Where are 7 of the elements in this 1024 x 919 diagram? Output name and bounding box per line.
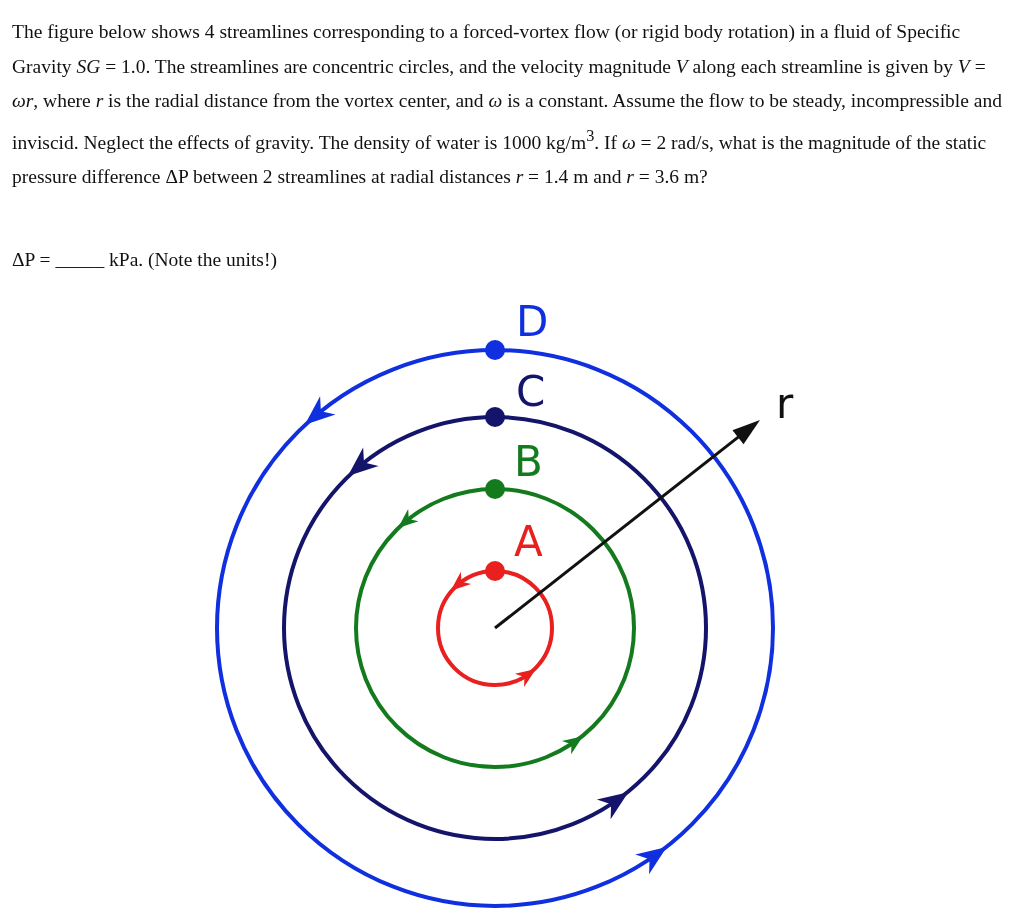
streamline-label: C — [516, 370, 546, 414]
streamline-label: B — [514, 440, 543, 484]
answer-prompt: ΔP = _____ kPa. (Note the units!) — [12, 248, 278, 272]
radius-label: r — [776, 382, 794, 426]
streamline-label: A — [514, 520, 543, 564]
question-text: The figure below shows 4 streamlines corresponding to a forced-vortex flow (or rigid body rotation) in a fluid of Specific Gravity SG = 1.0. The streamlines are concentric circles, and the velocity magnitude V along each streamline is given by V = ωr, where r is the radial distance from the vortex center, and ω is a constant. Assume the flow to be steady, incompressible and inviscid. Neglect the effects of gravity. The density of water is 1000 kg/m$^{3}$. If ω = 2 rad/s, what is the magnitude of the static pressure difference ΔP between 2 streamlines at radial distances r = 1.4 m and r = 3.6 m? — [12, 20, 1003, 189]
streamline-label: D — [516, 300, 549, 344]
